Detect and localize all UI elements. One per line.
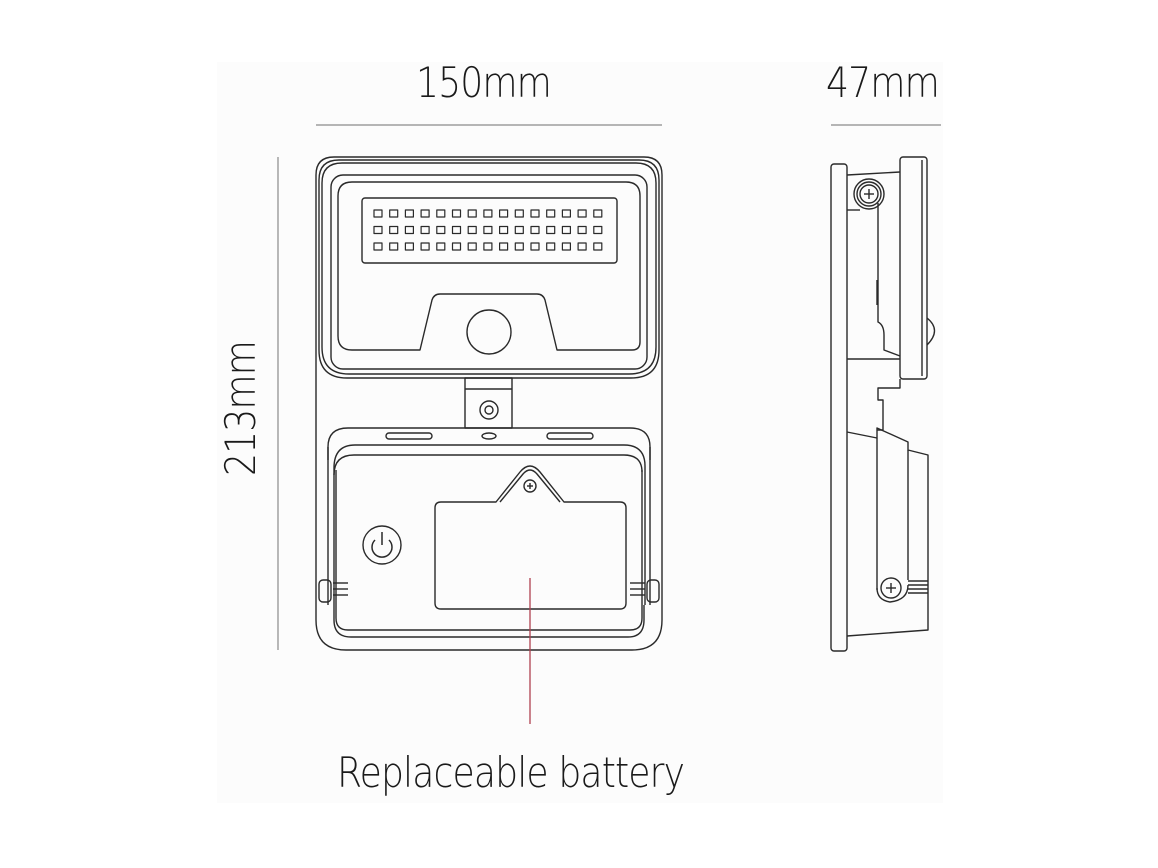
led-cell (389, 225, 399, 235)
led-cell (483, 209, 493, 218)
led-cell (389, 242, 399, 251)
mount-bracket (464, 377, 513, 429)
led-cell (404, 209, 414, 218)
led-grid (373, 209, 603, 251)
hinge-right (630, 579, 660, 603)
led-cell (451, 209, 462, 218)
led-cell (420, 209, 430, 218)
motion-sensor (466, 309, 512, 355)
battery-callout-label: Replaceable battery (337, 748, 685, 797)
led-cell (593, 225, 603, 235)
vent-slot-right (546, 432, 594, 440)
hinge-screw-top (853, 178, 885, 210)
led-cell (546, 225, 556, 235)
led-cell (577, 225, 587, 235)
led-cell (373, 225, 383, 235)
led-cell (451, 225, 462, 235)
led-cell (467, 225, 477, 235)
led-cell (530, 209, 540, 218)
power-button (362, 525, 402, 565)
depth-label: 47mm (826, 58, 940, 107)
led-cell (577, 209, 587, 218)
led-cell (514, 209, 524, 218)
led-cell (546, 209, 556, 218)
battery-screw (523, 479, 537, 493)
led-cell (420, 242, 430, 251)
led-cell (451, 242, 462, 251)
led-cell (561, 209, 572, 218)
led-cell (436, 225, 446, 235)
mount-screw (479, 400, 499, 420)
lamp-head (318, 159, 660, 379)
lower-housing (318, 427, 660, 638)
width-label: 150mm (416, 58, 552, 107)
led-cell (420, 225, 430, 235)
led-cell (499, 225, 509, 235)
led-cell (514, 242, 524, 251)
led-cell (483, 225, 493, 235)
hinge-left (318, 579, 348, 603)
led-cell (530, 225, 540, 235)
hinge-screw-bottom (876, 577, 928, 603)
vent-slot-left (385, 432, 433, 440)
led-cell (561, 242, 572, 251)
led-cell (499, 242, 509, 251)
side-lamp-head (899, 156, 928, 380)
sensor-dome (926, 317, 936, 346)
height-label: 213mm (216, 340, 265, 476)
body-outline (315, 156, 663, 651)
wall-plate (830, 163, 848, 652)
side-view (830, 156, 936, 652)
led-cell (530, 242, 540, 251)
led-cell (436, 242, 446, 251)
led-cell (467, 242, 477, 251)
led-cell (404, 242, 414, 251)
led-cell (593, 209, 603, 218)
led-cell (577, 242, 587, 251)
led-cell (499, 209, 509, 218)
led-cell (514, 225, 524, 235)
battery-cover (434, 465, 627, 610)
led-cell (546, 242, 556, 251)
led-cell (389, 209, 399, 218)
led-cell (436, 209, 446, 218)
led-cell (404, 225, 414, 235)
led-cell (593, 242, 603, 251)
front-view (315, 156, 663, 651)
led-cell (561, 225, 572, 235)
led-panel (361, 197, 618, 264)
led-cell (373, 209, 383, 218)
led-cell (373, 242, 383, 251)
led-cell (467, 209, 477, 218)
led-cell (483, 242, 493, 251)
